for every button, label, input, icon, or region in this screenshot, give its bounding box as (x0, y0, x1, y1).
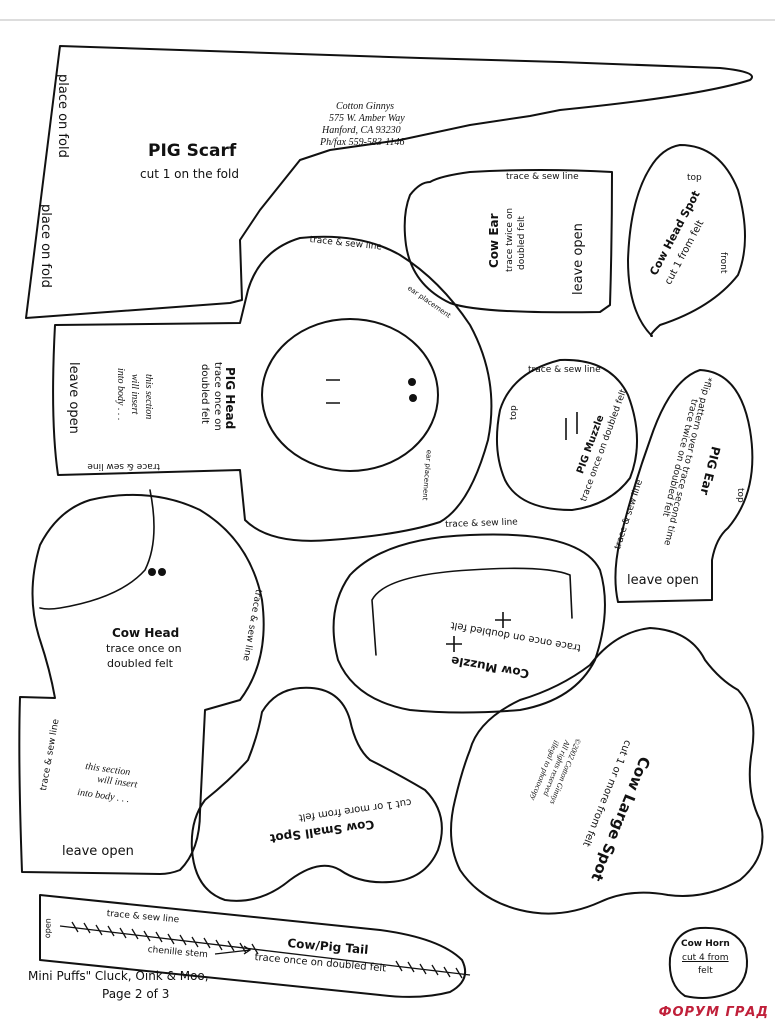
pig-head-section-3: into body . . . (115, 368, 126, 421)
pig-ear-leave-open: leave open (627, 573, 699, 588)
address-line-3: Hanford, CA 93230 (322, 125, 401, 136)
pig-head-outline (52, 235, 493, 542)
cow-ear-title: Cow Ear (487, 213, 501, 268)
cow-horn-outline (668, 926, 748, 999)
cow-small-spot-outline (190, 686, 443, 902)
footer-title: Mini Puffs" Cluck, Oink & Moo, (28, 969, 209, 983)
cow-horn-inst-2: felt (698, 966, 713, 976)
cow-muzzle-outline (332, 533, 606, 714)
address-line-1: Cotton Ginnys (336, 101, 395, 112)
pig-eye-left (408, 378, 416, 386)
pig-ear-outline (614, 369, 754, 603)
tail-open: open (43, 918, 53, 939)
pig-scarf-fold-2: place on fold (38, 204, 53, 288)
cow-head-spot-outline (627, 144, 746, 337)
pig-muzzle-trace: trace & sew line (528, 365, 601, 375)
address-line-2: 575 W. Amber Way (329, 113, 405, 124)
pig-head-section-2: will insert (129, 374, 140, 415)
cow-head-spot-front: front (718, 252, 728, 274)
cow-head-spot-top: top (687, 173, 702, 183)
pig-eye-right (409, 394, 417, 402)
cow-ear-inst-1: trace twice on (505, 207, 515, 272)
pig-head-trace-bottom: trace & sew line (87, 461, 160, 471)
pig-muzzle-outline (496, 358, 638, 511)
cow-eye-left (148, 568, 156, 576)
cow-head-leave-open: leave open (62, 844, 134, 859)
pig-head-inst-2: doubled felt (199, 364, 210, 424)
cow-muzzle-nostril-right (495, 612, 511, 628)
cow-large-spot-outline (450, 627, 764, 915)
pig-head-section-1: this section (143, 374, 154, 420)
tail-outline (39, 894, 466, 998)
cow-horn-title: Cow Horn (681, 939, 730, 949)
cow-ear-inst-2: doubled felt (517, 216, 527, 270)
cow-eye-right (158, 568, 166, 576)
pig-scarf-title: PIG Scarf (148, 141, 237, 161)
cow-head-patch-line (39, 489, 155, 610)
chenille-stem-arrow (214, 945, 252, 955)
pig-ear-top: top (735, 488, 745, 503)
pig-head-title: PIG Head (223, 367, 237, 430)
pig-scarf-instruction: cut 1 on the fold (140, 167, 239, 181)
cow-head-title: Cow Head (112, 626, 180, 640)
address-line-4: Ph/fax 559-583-1146 (320, 137, 405, 148)
cow-head-inst-2: doubled felt (107, 657, 173, 670)
pig-muzzle-top: top (509, 405, 519, 420)
cow-muzzle-nostril-left (446, 636, 462, 652)
cow-ear-leave-open: leave open (571, 223, 586, 295)
cow-horn-inst-1: cut 4 from (682, 953, 729, 963)
footer-page: Page 2 of 3 (102, 987, 170, 1001)
pig-head-inst-1: trace once on (212, 362, 223, 431)
pig-scarf-outline (25, 45, 753, 319)
cow-ear-trace-label: trace & sew line (506, 172, 579, 182)
cow-head-inst-1: trace once on (106, 642, 182, 655)
pig-head-nostril-1 (326, 379, 340, 404)
cow-ear-outline (403, 169, 613, 314)
cow-head-outline (18, 493, 265, 875)
cow-muzzle-mouth (371, 567, 573, 656)
watermark: ФОРУМ ГРАД (658, 1005, 769, 1020)
tail-stitch-line (59, 925, 471, 976)
pig-scarf-fold-1: place on fold (55, 74, 70, 158)
pig-head-leave-open: leave open (66, 362, 81, 434)
pig-head-face-outline (261, 318, 439, 472)
tail-stitches (71, 921, 463, 979)
